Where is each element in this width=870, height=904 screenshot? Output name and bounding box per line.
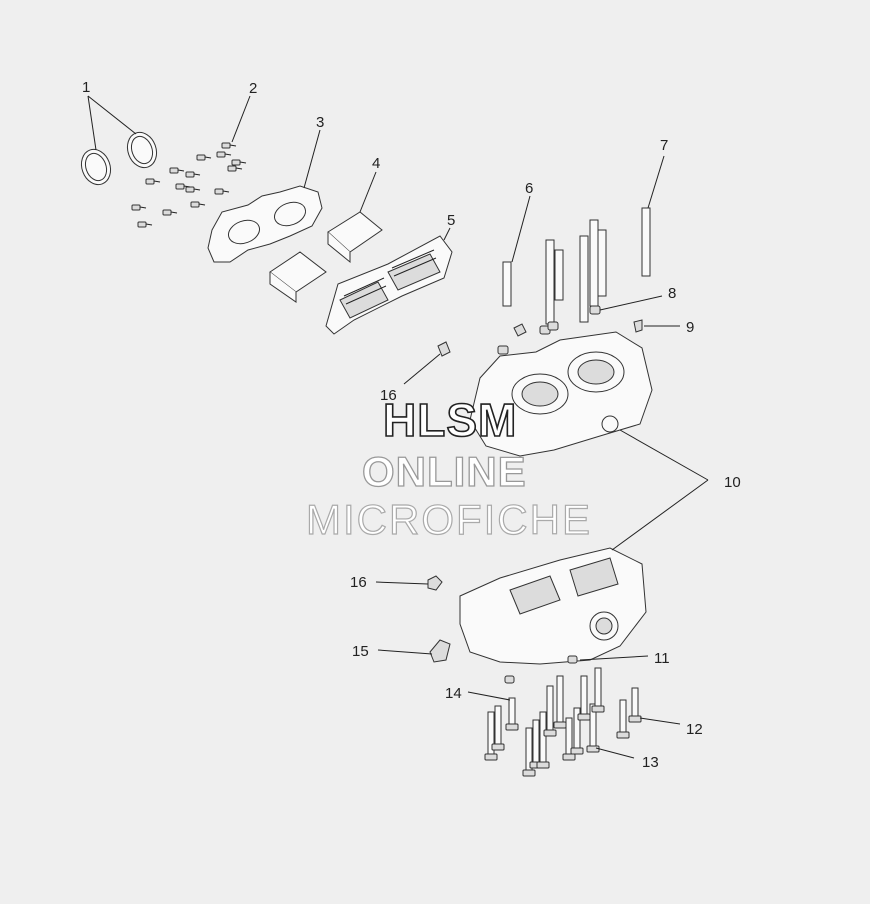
bolt-part <box>484 667 642 777</box>
callout-15: 15 <box>352 643 369 660</box>
callout-2: 2 <box>249 80 257 97</box>
intake-plate-part <box>207 185 323 263</box>
callout-5: 5 <box>447 212 455 229</box>
bracket-part <box>429 639 451 663</box>
callout-1: 1 <box>82 79 90 96</box>
callout-16-lower: 16 <box>350 574 367 591</box>
screw-cluster <box>131 142 247 228</box>
callout-7: 7 <box>660 137 668 154</box>
crankcase-lower-part <box>459 547 647 665</box>
reed-bracket-part <box>269 211 383 303</box>
callout-3: 3 <box>316 114 324 131</box>
reed-valve-part <box>325 235 453 335</box>
watermark-line-1: HLSM <box>383 394 517 446</box>
watermark-line-2: ONLINE <box>362 448 527 495</box>
callout-11: 11 <box>654 650 670 667</box>
callout-10: 10 <box>724 474 741 491</box>
callout-labels: 1 2 3 4 5 6 7 8 9 10 11 12 13 14 15 16 1… <box>82 79 741 771</box>
stud-part <box>502 207 651 325</box>
callout-12: 12 <box>686 721 703 738</box>
callout-9: 9 <box>686 319 694 336</box>
crankcase-upper-part <box>469 331 653 457</box>
lower-dowel-part <box>504 655 578 684</box>
callout-8: 8 <box>668 285 676 302</box>
callout-14: 14 <box>445 685 462 702</box>
callout-16-upper: 16 <box>380 387 397 404</box>
leader-lines <box>87 95 709 759</box>
fitting-part <box>427 341 451 591</box>
callout-4: 4 <box>372 155 380 172</box>
callout-6: 6 <box>525 180 533 197</box>
watermark: HLSM ONLINE MICROFICHE <box>305 393 592 543</box>
clamp-part <box>80 131 158 186</box>
callout-13: 13 <box>642 754 659 771</box>
dowel-part <box>497 305 643 355</box>
watermark-line-3: MICROFICHE <box>306 496 592 543</box>
